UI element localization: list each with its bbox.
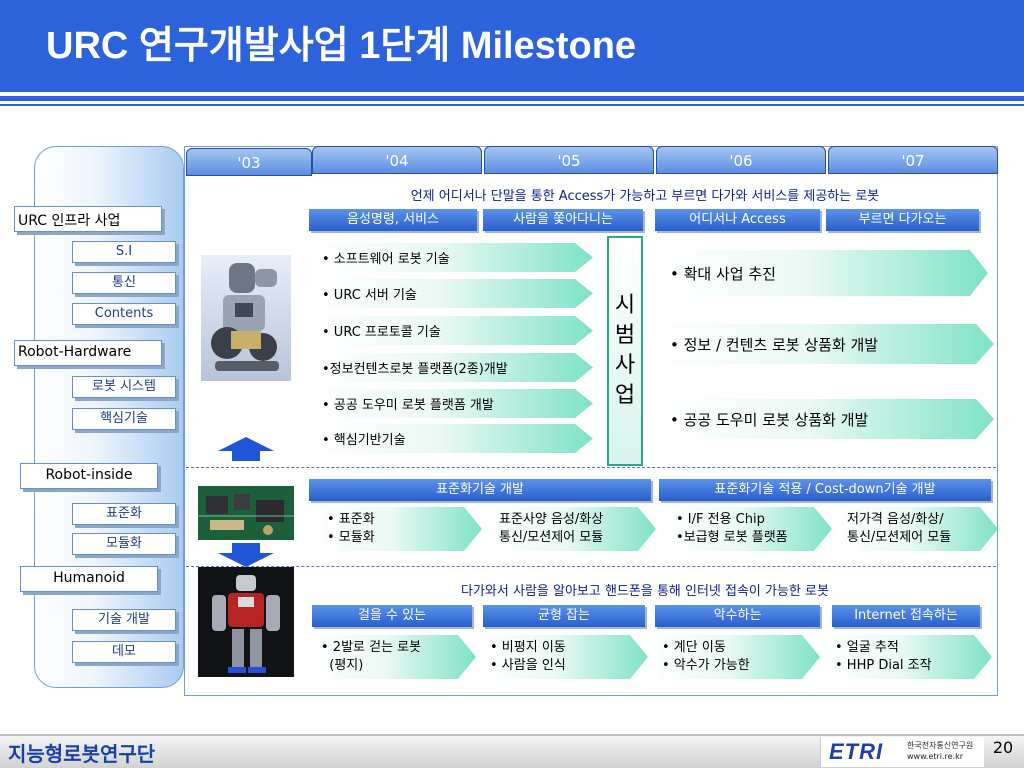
section3-arrow: • 계단 이동 • 악수가 가능한 (653, 635, 820, 679)
year-tab-05: '05 (484, 146, 654, 174)
section1-plan: • 정보 / 컨텐츠 로봇 상품화 개발 (658, 324, 994, 364)
section2-arrow: • I/F 전용 Chip •보급형 로봇 플랫폼 (667, 507, 832, 551)
section3-line: • 계단 이동 (662, 640, 726, 655)
section3-headline: 다가와서 사람을 알아보고 핸드폰을 통해 인터넷 접속이 가능한 로봇 (461, 584, 829, 599)
section3-arrow: • 비평지 이동 • 사람을 인식 (481, 635, 648, 679)
header-stripe (0, 96, 1024, 101)
section3-line: • 악수가 가능한 (662, 658, 750, 673)
section1-item: • 공공 도우미 로봇 플랫폼 개발 (313, 389, 593, 418)
logo-subtitle: 한국전자통신연구원 (907, 741, 974, 750)
section1-plan: • 공공 도우미 로봇 상품화 개발 (658, 399, 994, 439)
category-humanoid: Humanoid (20, 566, 158, 592)
section3-arrow: • 2발로 걷는 로봇 (평지) (312, 635, 476, 679)
section3-line: • 비평지 이동 (490, 640, 566, 655)
section3-line: • 사람을 인식 (490, 658, 566, 673)
section2-arrow: • 표준화 • 모듈화 (318, 507, 482, 551)
section-divider (186, 467, 996, 468)
sub-core-tech: 핵심기술 (72, 408, 176, 430)
circuit-board-image (198, 486, 294, 540)
section1-tag-call: 부르면 다가오는 (826, 209, 979, 231)
pilot-project-label: 시 범 사 업 (607, 236, 643, 466)
sub-robot-system: 로봇 시스템 (72, 376, 176, 398)
etri-logo: ETRI 한국전자통신연구원 www.etri.re.kr (820, 737, 984, 767)
section3-tag-balance: 균형 잡는 (483, 605, 645, 627)
logo-url: www.etri.re.kr (907, 752, 964, 761)
category-robot-inside: Robot-inside (20, 463, 158, 489)
section2-line: • 표준화 (327, 512, 375, 527)
pilot-project-char: 업 (614, 383, 636, 408)
footer-org-name: 지능형로봇연구단 (8, 742, 156, 766)
section3-arrow: • 얼굴 추적 • HHP Dial 조작 (826, 635, 992, 679)
section3-line: • HHP Dial 조작 (835, 658, 932, 673)
section2-line: • I/F 전용 Chip (676, 512, 765, 527)
section3-tag-handshake: 악수하는 (655, 605, 820, 627)
sub-si: S.I (72, 241, 176, 263)
section2-line: • 모듈화 (327, 530, 375, 545)
logo-wordmark: ETRI (829, 739, 884, 764)
sub-demo: 데모 (72, 641, 176, 663)
up-arrow-icon (218, 437, 274, 461)
section1-item: • 소프트웨어 로봇 기술 (313, 243, 593, 272)
section2-line: 표준사양 음성/화상 (499, 512, 604, 527)
slide-title: URC 연구개발사업 1단계 Milestone (46, 25, 637, 67)
sub-contents: Contents (72, 303, 176, 325)
pilot-project-char: 사 (614, 353, 636, 378)
section2-line: •보급형 로봇 플랫폼 (676, 530, 788, 545)
section2-line: 저가격 음성/화상/ (847, 512, 944, 527)
section1-item: • URC 프로토콜 기술 (313, 316, 593, 345)
section-divider (186, 566, 996, 567)
year-tab-03: '03 (186, 148, 312, 176)
category-urc-infra: URC 인프라 사업 (14, 206, 162, 232)
section3-line: • 얼굴 추적 (835, 640, 899, 655)
section1-plan: • 확대 사업 추진 (658, 250, 988, 296)
section2-arrow: 저가격 음성/화상/통신/모션제어 모듈 (838, 507, 998, 551)
title-banner (0, 0, 1024, 92)
year-tab-07: '07 (828, 146, 998, 174)
section1-item: • URC 서버 기술 (313, 279, 593, 308)
section1-headline: 언제 어디서나 단말을 통한 Access가 가능하고 부르면 다가와 서비스를… (410, 189, 880, 204)
section1-tag-voice: 음성명령, 서비스 (309, 209, 477, 231)
sub-modularization: 모듈화 (72, 533, 176, 555)
section2-line: 통신/모션제어 모듈 (847, 530, 952, 545)
pilot-project-char: 범 (614, 323, 636, 348)
section2-line: 통신/모션제어 모듈 (499, 530, 604, 545)
pilot-project-char: 시 (614, 293, 636, 318)
category-robot-hardware: Robot-Hardware (14, 340, 162, 366)
section3-tag-walk: 걸을 수 있는 (312, 605, 472, 627)
section1-tag-access: 어디서나 Access (655, 209, 820, 231)
page-number: 20 (992, 738, 1014, 757)
year-tab-04: '04 (312, 146, 482, 174)
humanoid-robot-image (198, 567, 294, 677)
section2-bar-standard-apply: 표준화기술 적용 / Cost-down기술 개발 (659, 479, 991, 501)
sub-tech-development: 기술 개발 (72, 609, 176, 631)
section1-item: •정보컨텐츠로봇 플랫폼(2종)개발 (313, 353, 593, 382)
section3-tag-internet: Internet 접속하는 (832, 605, 980, 627)
section1-item: • 핵심기반기술 (313, 424, 593, 453)
section1-tag-follow: 사람을 쫓아다니는 (483, 209, 643, 231)
robot-image (201, 255, 291, 381)
sub-communication: 통신 (72, 272, 176, 294)
section3-line: (평지) (321, 658, 364, 673)
down-arrow-icon (218, 543, 274, 567)
section3-line: • 2발로 걷는 로봇 (321, 640, 422, 655)
header-stripe-thin (0, 104, 1024, 106)
year-tab-06: '06 (656, 146, 826, 174)
sub-standardization: 표준화 (72, 503, 176, 525)
section2-bar-standard-dev: 표준화기술 개발 (309, 479, 651, 501)
